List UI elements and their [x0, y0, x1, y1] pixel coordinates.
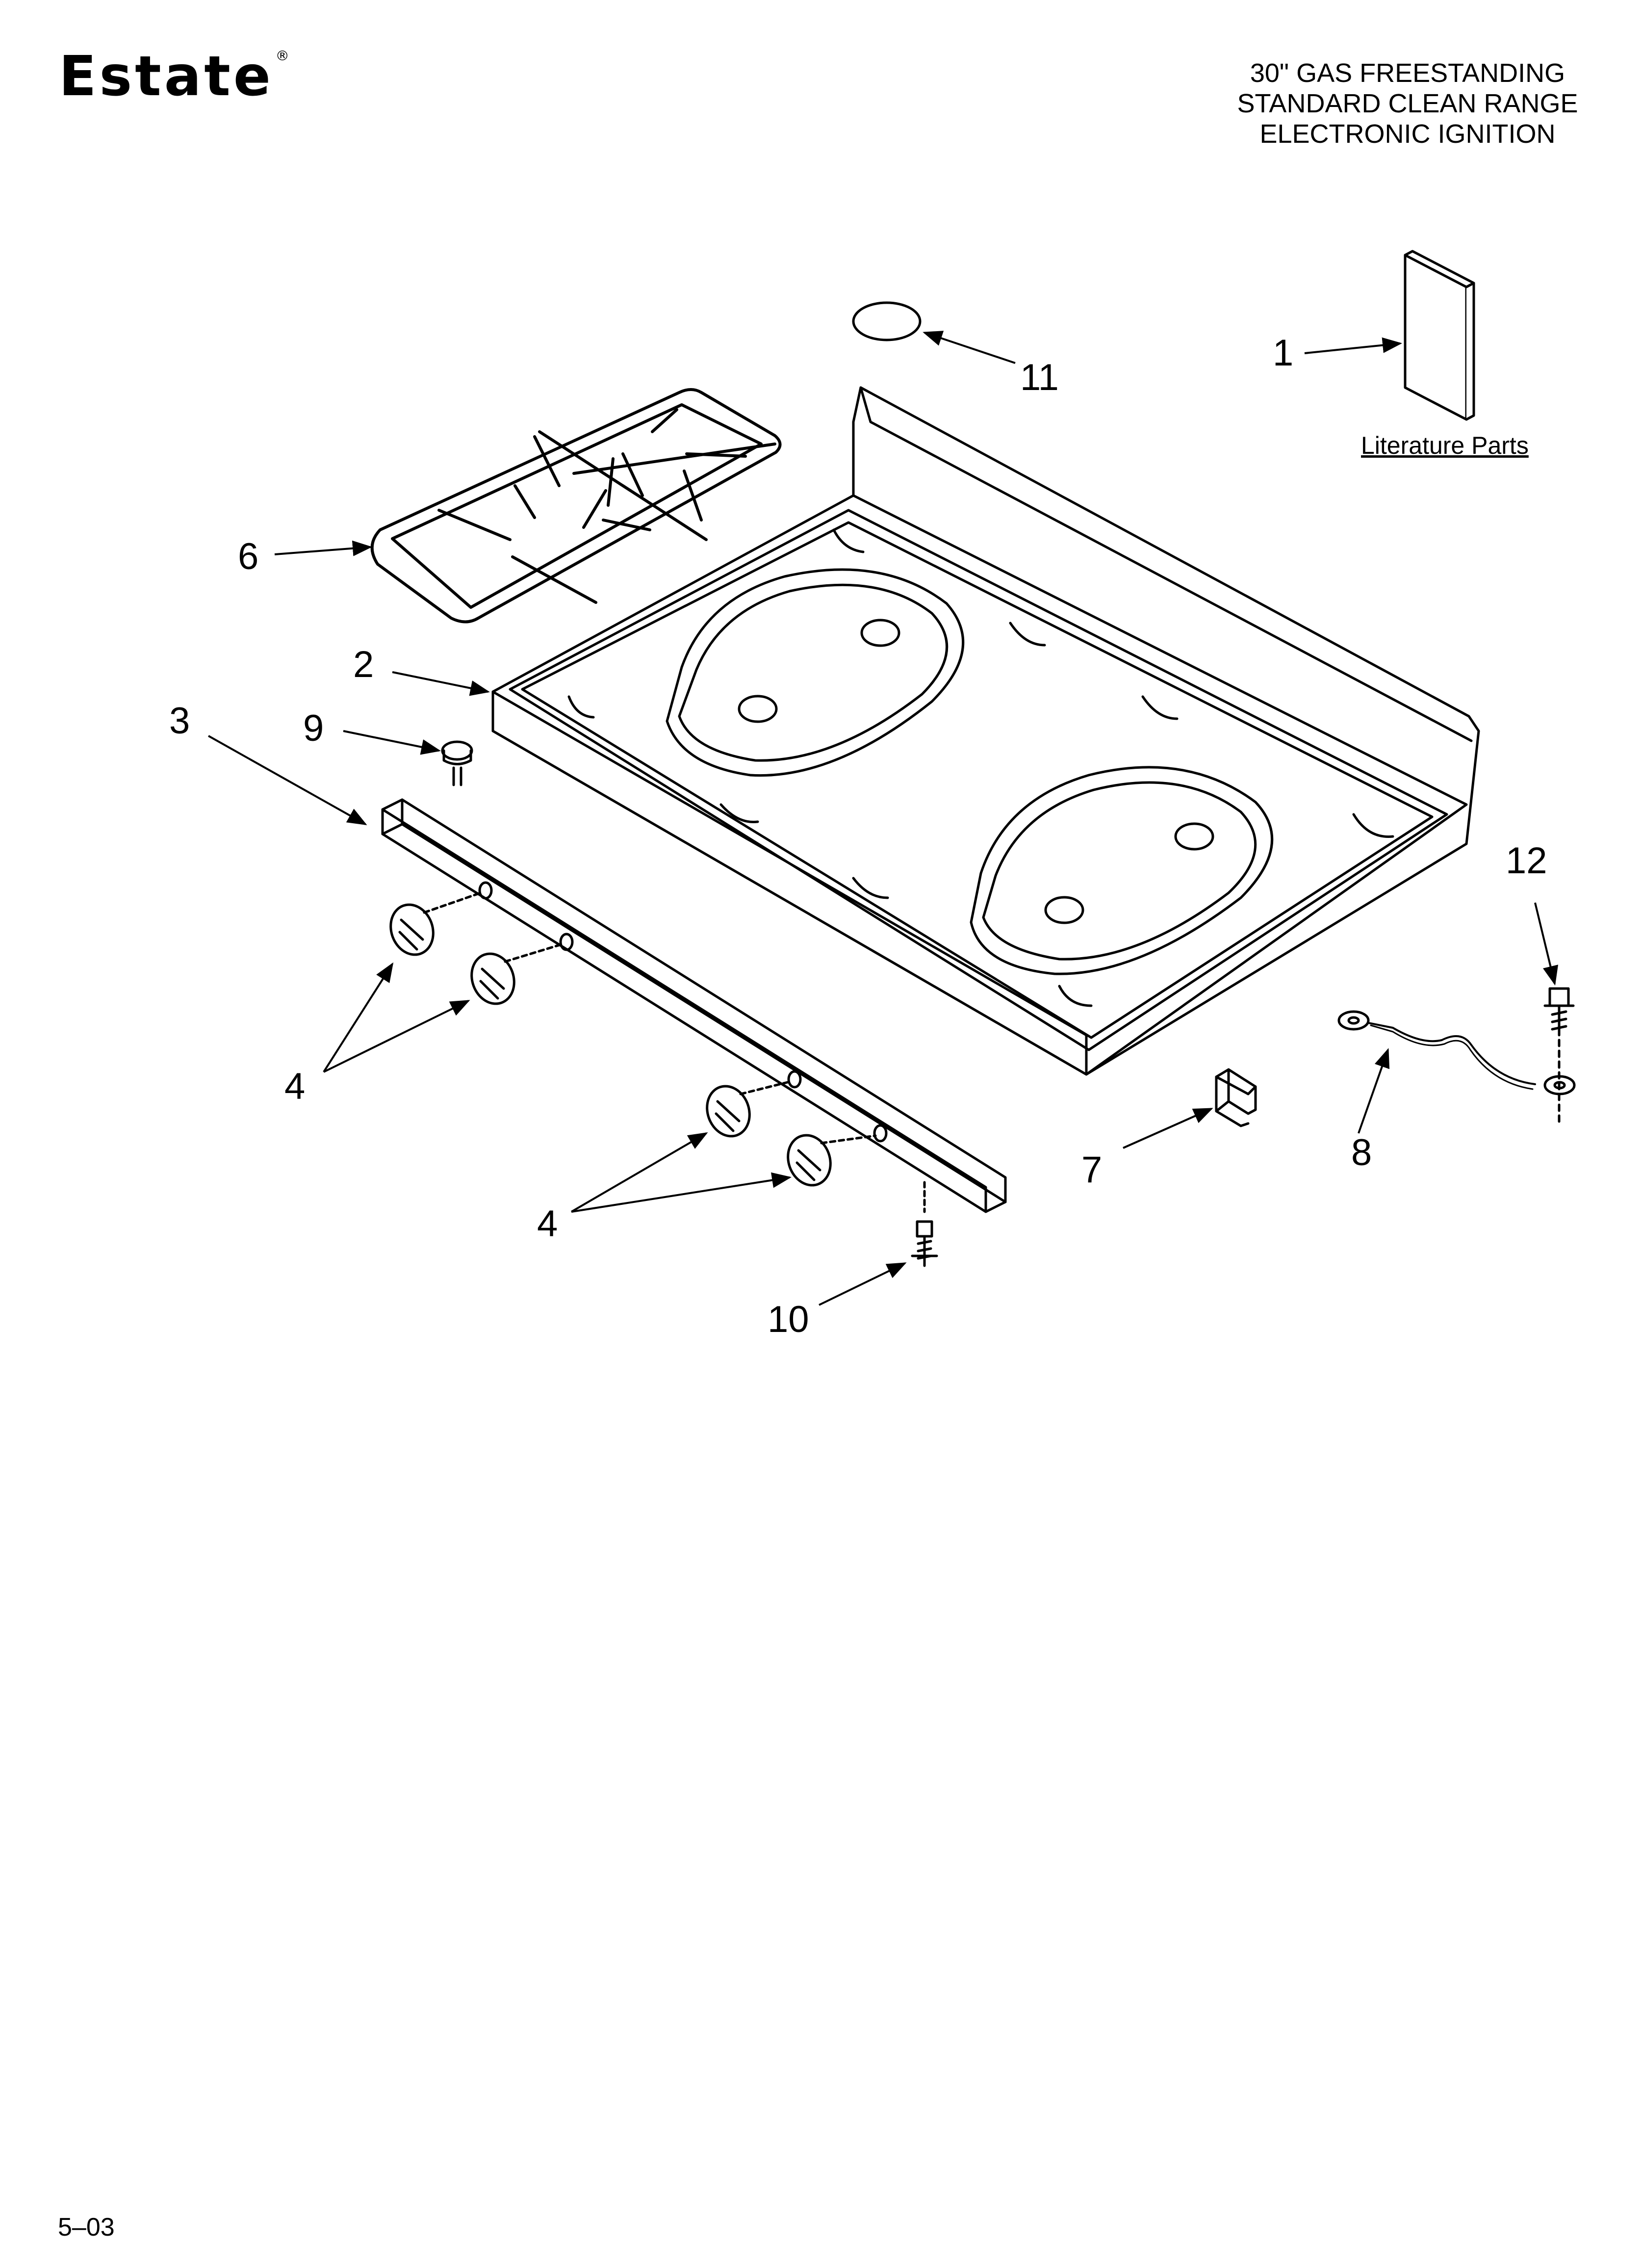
control-knob-2 — [470, 943, 563, 1005]
callout-2: 2 — [353, 644, 374, 685]
title-line-2: STANDARD CLEAN RANGE — [1237, 89, 1578, 118]
callout-12: 12 — [1506, 840, 1547, 882]
callout-8: 8 — [1351, 1132, 1372, 1173]
ground-screw — [1543, 987, 1575, 1125]
callout-9: 9 — [303, 707, 324, 749]
control-knob-3 — [706, 1080, 791, 1138]
callout-3: 3 — [169, 700, 190, 742]
control-knob-4 — [787, 1134, 877, 1187]
title-line-3: ELECTRONIC IGNITION — [1259, 119, 1556, 149]
callout-10: 10 — [768, 1299, 809, 1340]
control-panel-trim — [381, 798, 1007, 1213]
hole-plug — [852, 301, 922, 341]
callout-1: 1 — [1273, 332, 1293, 374]
literature-parts-label: Literature Parts — [1361, 432, 1529, 459]
footer-code: 5–03 — [58, 2213, 115, 2242]
bracket — [1215, 1068, 1257, 1127]
brand-name: Estate — [59, 45, 274, 108]
callout-6: 6 — [238, 536, 258, 577]
callout-4a: 4 — [284, 1066, 305, 1107]
cooktop — [491, 386, 1480, 1076]
title-line-1: 30" GAS FREESTANDING — [1250, 58, 1565, 88]
brand-logo: Estate® — [59, 49, 292, 104]
registered-mark: ® — [275, 48, 292, 64]
burner-grate — [370, 388, 782, 624]
callout-4b: 4 — [537, 1203, 558, 1245]
control-knob-1 — [389, 891, 482, 956]
callout-7: 7 — [1081, 1149, 1102, 1191]
callout-11: 11 — [1020, 357, 1059, 398]
screw — [911, 1181, 938, 1267]
page-title: 30" GAS FREESTANDING STANDARD CLEAN RANG… — [1216, 58, 1599, 149]
literature-part — [1404, 250, 1475, 421]
ground-wire — [1337, 1010, 1576, 1095]
stud — [441, 740, 473, 786]
